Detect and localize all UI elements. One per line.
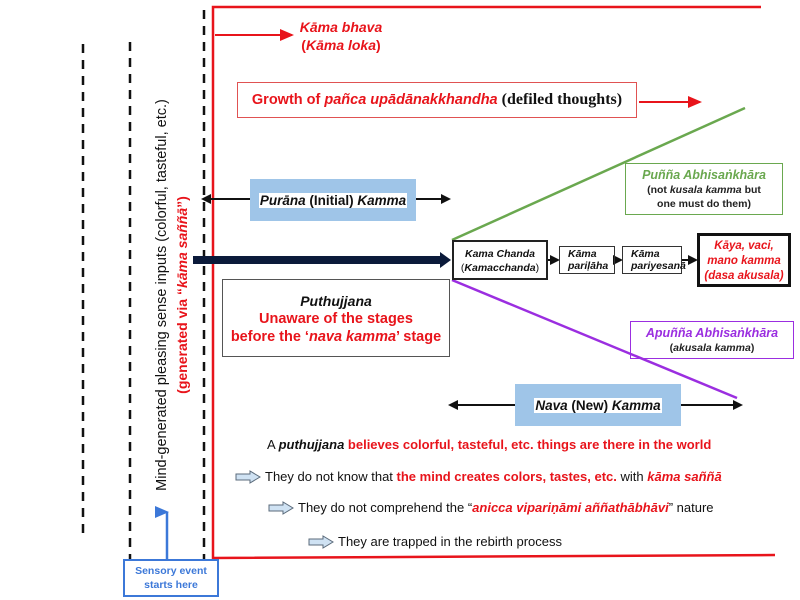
vertical-label-line1: Mind-generated pleasing sense inputs (co… bbox=[154, 99, 170, 491]
stage-1-line1: Kama Chanda bbox=[464, 248, 536, 260]
stage-2-line2: pariḷāha bbox=[568, 260, 609, 272]
stage-3-line1: Kāma bbox=[631, 248, 660, 260]
punna-abhisankhara-box: Puñña Abhisaṅkhāra (not kusala kamma but… bbox=[625, 163, 783, 215]
new-word: (New) bbox=[567, 397, 612, 413]
punna-l2-italic: kusala kamma bbox=[669, 184, 742, 196]
stage-1-italic: Kamacchanda bbox=[464, 262, 536, 274]
apunna-abhisankhara-box: Apuñña Abhisaṅkhāra (akusala kamma) bbox=[630, 321, 794, 359]
main-flow-arrowhead bbox=[440, 252, 451, 268]
apunna-l2-italic: akusala kamma bbox=[673, 342, 751, 354]
s2-red: the mind creates colors, tastes, etc. bbox=[396, 469, 617, 484]
punna-branch-line bbox=[451, 106, 746, 242]
purana-word: Purāna bbox=[259, 192, 306, 208]
statement-2: They do not know that the mind creates c… bbox=[235, 469, 722, 484]
statement-4: They are trapped in the rebirth process bbox=[308, 534, 562, 549]
vl2-suffix: ”) bbox=[174, 196, 190, 208]
s2-red-italic: kāma saññā bbox=[647, 469, 722, 484]
puthujjana-line2: Unaware of the stages bbox=[259, 311, 413, 327]
vl2-prefix: (generated via “ bbox=[174, 288, 190, 394]
s3-suffix: ” nature bbox=[668, 500, 714, 515]
p3-prefix: before the ‘ bbox=[230, 329, 309, 345]
stage-4-line2: mano kamma bbox=[707, 255, 781, 267]
stage-kama-parilaha: Kāma pariḷāha bbox=[559, 246, 615, 274]
sensory-line1: Sensory event bbox=[135, 565, 207, 577]
stage-1-line2: (Kamacchanda) bbox=[454, 261, 546, 275]
puthujjana-title: Puthujjana bbox=[300, 293, 372, 309]
apunna-line2: (akusala kamma) bbox=[631, 341, 793, 355]
punna-title: Puñña Abhisaṅkhāra bbox=[642, 168, 766, 182]
s3-red-italic: anicca vipariṇāmi aññathābhāvi bbox=[472, 500, 669, 515]
growth-prefix: Growth of bbox=[251, 92, 321, 108]
paren: ( bbox=[669, 342, 674, 354]
s1-red: believes colorful, tasteful, etc. things… bbox=[344, 437, 712, 452]
stage-kama-chanda: Kama Chanda (Kamacchanda) bbox=[452, 240, 548, 280]
s1-italic: puthujjana bbox=[278, 437, 345, 452]
block-arrow-icon bbox=[308, 534, 334, 549]
punna-line3: one must do them) bbox=[657, 198, 751, 210]
s2-middle: with bbox=[616, 469, 648, 484]
p3-suffix: ’ stage bbox=[396, 329, 442, 345]
kama-bhava-line1: Kāma bhava bbox=[299, 19, 383, 35]
stage-3-line2: pariyesanā bbox=[631, 260, 686, 272]
statement-1: A puthujjana believes colorful, tasteful… bbox=[267, 437, 711, 452]
stage-kama-pariyesana: Kāma pariyesanā bbox=[622, 246, 686, 274]
growth-box: Growth of pañca upādānakkhandha (defiled… bbox=[237, 82, 637, 118]
vertical-sense-inputs-label: Mind-generated pleasing sense inputs (co… bbox=[142, 20, 198, 600]
nava-kamma-box: Nava (New) Kamma bbox=[515, 384, 681, 426]
nava-kamma-label: Nava (New) Kamma bbox=[534, 397, 662, 413]
kama-bhava-boundary bbox=[211, 5, 776, 560]
purana-kamma-label: Purāna (Initial) Kamma bbox=[258, 192, 408, 208]
paren: ( bbox=[460, 262, 465, 274]
punna-l2-prefix: (not bbox=[647, 184, 670, 196]
sensory-event-box: Sensory event starts here bbox=[123, 559, 219, 597]
puthujjana-line3: before the ‘nava kamma’ stage bbox=[223, 328, 449, 346]
growth-suffix: (defiled thoughts) bbox=[501, 91, 623, 108]
punna-line2: (not kusala kamma but bbox=[626, 183, 782, 197]
kamma-word: Kamma bbox=[611, 397, 661, 413]
stage-4-line1: Kāya, vaci, bbox=[714, 240, 774, 252]
puthujjana-box: Puthujjana Unaware of the stages before … bbox=[222, 279, 450, 357]
paren: ( bbox=[301, 37, 306, 53]
s3-prefix: They do not comprehend the “ bbox=[298, 500, 473, 515]
stage-4-line3: (dasa akusala) bbox=[704, 270, 784, 282]
stage-2-line1: Kāma bbox=[568, 248, 597, 260]
p3-italic: nava kamma bbox=[308, 329, 397, 345]
growth-italic: pañca upādānakkhandha bbox=[324, 92, 498, 108]
vl2-italic: kāma saññā bbox=[174, 207, 190, 289]
stage-kaya-vaci-mano-kamma: Kāya, vaci, mano kamma (dasa akusala) bbox=[697, 233, 791, 287]
paren: ) bbox=[376, 37, 381, 53]
s4-text: They are trapped in the rebirth process bbox=[338, 534, 563, 549]
block-arrow-icon bbox=[268, 500, 294, 515]
kamma-word: Kamma bbox=[357, 192, 407, 208]
apunna-branch-line bbox=[451, 278, 738, 400]
paren: ) bbox=[750, 342, 755, 354]
sensory-line2: starts here bbox=[144, 579, 198, 591]
block-arrow-icon bbox=[235, 469, 261, 484]
punna-l2-suffix: but bbox=[741, 184, 761, 196]
kama-bhava-line2: (Kāma loka) bbox=[286, 36, 396, 54]
s1-prefix: A bbox=[267, 437, 279, 452]
s2-prefix: They do not know that bbox=[265, 469, 397, 484]
nava-word: Nava bbox=[535, 397, 568, 413]
purana-kamma-box: Purāna (Initial) Kamma bbox=[250, 179, 416, 221]
kama-bhava-label: Kāma bhava (Kāma loka) bbox=[286, 18, 396, 54]
paren: ) bbox=[535, 262, 540, 274]
kama-loka-text: Kāma loka bbox=[305, 37, 377, 53]
statement-3: They do not comprehend the “anicca vipar… bbox=[268, 500, 714, 515]
initial-word: (Initial) bbox=[305, 192, 358, 208]
apunna-title: Apuñña Abhisaṅkhāra bbox=[645, 326, 779, 340]
vertical-label-line2: (generated via “kāma saññā”) bbox=[172, 20, 192, 600]
